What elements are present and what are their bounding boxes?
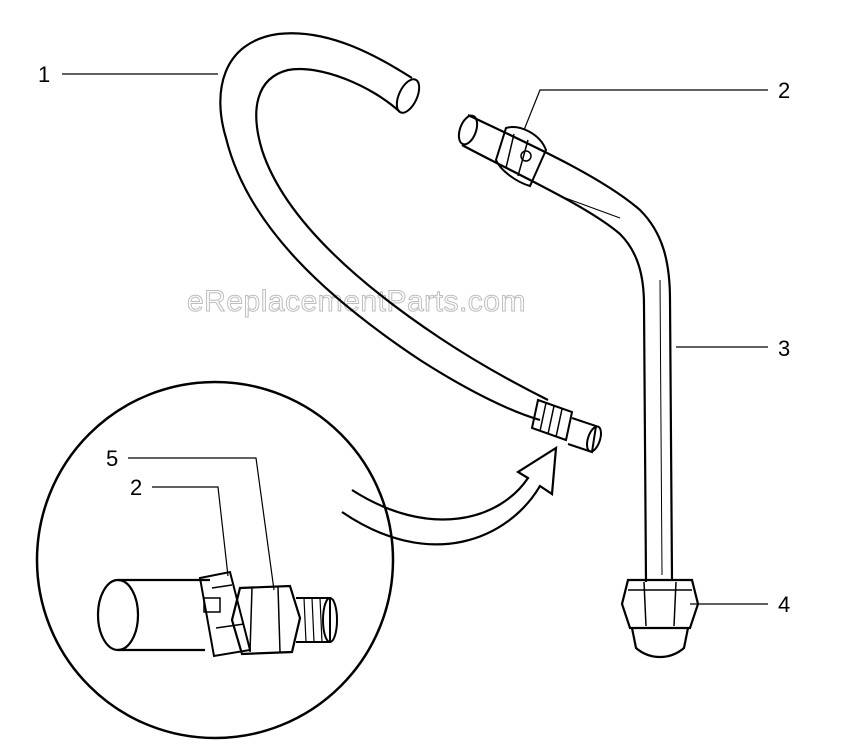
detail-arrow: [341, 445, 558, 546]
callout-4: 4: [778, 592, 790, 617]
leader-lines: [62, 73, 768, 605]
callout-3: 3: [778, 336, 790, 361]
tube-part-3: [457, 114, 674, 583]
clamp-part-2: [494, 126, 548, 188]
callout-2-detail: 2: [130, 475, 142, 500]
watermark-text: eReplacementParts.com: [187, 285, 526, 318]
hose-end-fitting: [530, 398, 602, 454]
hose-part-1: [219, 32, 602, 454]
callout-5: 5: [106, 446, 118, 471]
detail-magnifier: [35, 380, 395, 740]
nut-part-4: [620, 578, 700, 659]
callout-1: 1: [38, 62, 50, 87]
callout-2: 2: [778, 78, 790, 103]
